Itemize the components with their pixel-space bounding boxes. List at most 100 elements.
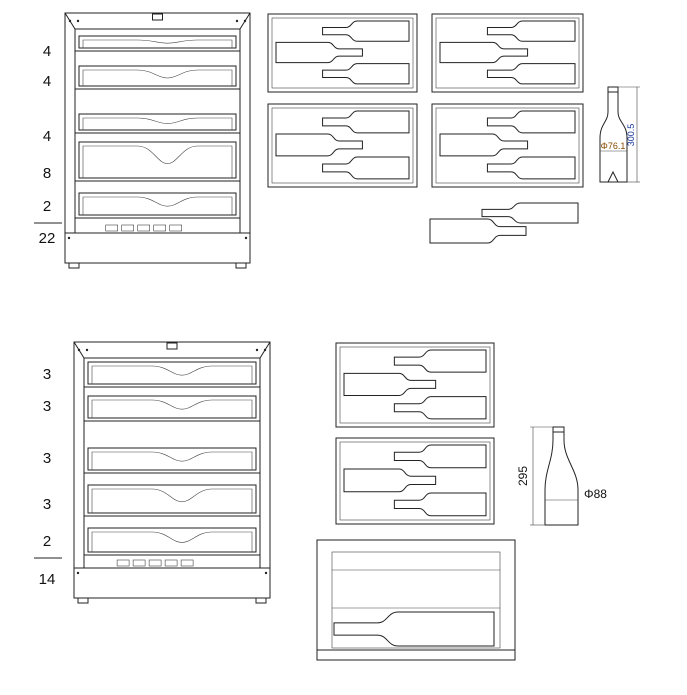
lying-bottle [343,372,437,396]
shelf [87,527,257,553]
lock-icon [166,342,178,350]
vent-grille [169,224,182,232]
drawer-frame [335,437,495,525]
bottle-outline [82,196,233,215]
bottle-outline [82,145,233,178]
bottle-outline [91,531,253,552]
bottle-outline [82,117,233,130]
shelf-count: 3 [43,496,51,513]
vent-grille [137,224,150,232]
shelf [87,395,257,419]
foot [235,262,247,269]
lying-bottle [486,110,576,134]
vent-grille [180,559,194,567]
lying-bottle [429,218,527,244]
lying-bottle [439,41,529,64]
foot [255,597,267,604]
shelf-count: 3 [43,366,51,383]
lying-bottle [393,349,487,373]
total-count: 22 [39,230,56,247]
drawer-frame [267,13,418,93]
lying-bottle [275,41,363,64]
bottle-outline [91,488,253,513]
bottle-outline [91,451,253,470]
bottle-diameter-label: Φ76.1 [601,141,626,151]
drawer-layout [267,103,418,188]
bottle-diameter-label: Φ88 [584,487,607,501]
drawer-rail [316,649,516,661]
drawer-tray [435,107,580,184]
shelf [78,192,237,216]
lying-bottle [322,110,410,134]
drawer-layout [335,437,495,525]
lying-bottle [481,202,579,224]
drawer-frame [335,342,495,428]
drawer-frame [431,103,584,188]
shelf [78,141,237,179]
base-panel [73,567,271,599]
bottle-outline [82,39,233,48]
standing-bottle [599,86,628,183]
lying-bottle [393,492,487,517]
vent-grille [132,559,146,567]
bottle-outline [91,365,253,384]
shelf [78,65,237,87]
drawer-tray [271,17,414,89]
drawer-layout [431,13,584,93]
standing-bottle [544,426,579,526]
lock-icon [152,13,163,21]
shelf [87,361,257,385]
cabinet-front-view [73,341,271,604]
vent-grille [105,224,118,232]
drawer-tray [271,107,414,184]
shelf-count: 3 [43,450,51,467]
bottle-pair [429,202,579,244]
shelf-count: 3 [43,398,51,415]
drawer-tray [339,346,491,424]
shelf-count: 2 [43,198,51,215]
lying-bottle [343,468,437,493]
shelf [78,113,237,131]
bottle-outline [91,399,253,418]
drawer-layout [267,13,418,93]
base-panel [64,232,251,264]
lying-bottle [393,444,487,469]
bottle-height-label: 300.5 [626,124,636,147]
drawer-tray [339,441,491,521]
shelf-count: 4 [43,73,51,90]
lying-bottle [393,396,487,420]
total-count: 14 [39,571,56,588]
lying-bottle [322,63,410,85]
inner-frame [74,28,241,234]
lying-bottle [333,611,495,647]
shelf [78,35,237,49]
lying-bottle [439,133,529,157]
inner-frame [83,357,261,569]
bottom-shelf-counts: 3 3 3 3 2 14 [34,366,62,588]
shelf-count: 4 [43,43,51,60]
drawer-tray [435,17,580,89]
bottle-height-label: 295 [516,466,530,486]
foot [68,262,80,269]
lying-bottle [486,63,576,85]
large-drawer-layout [316,539,516,661]
vent-grille [121,224,134,232]
foot [77,597,89,604]
shelf [87,447,257,471]
shelf-count: 8 [43,165,51,182]
shelf-count: 2 [43,533,51,550]
shelf-count: 4 [43,128,51,145]
vent-grille [148,559,162,567]
drawer-frame [267,103,418,188]
top-bottle-dimension: 300.5 Φ76.1 [599,86,640,183]
bottom-bottle-dimension: 295 Φ88 [516,426,607,526]
lying-bottle [486,20,576,42]
drawer-frame [431,13,584,93]
lying-bottle [275,133,363,157]
lying-bottle [486,156,576,180]
cabinet-front-view [64,12,251,269]
lying-bottle [322,20,410,42]
bottle-outline [82,69,233,86]
drawer-layout [431,103,584,188]
